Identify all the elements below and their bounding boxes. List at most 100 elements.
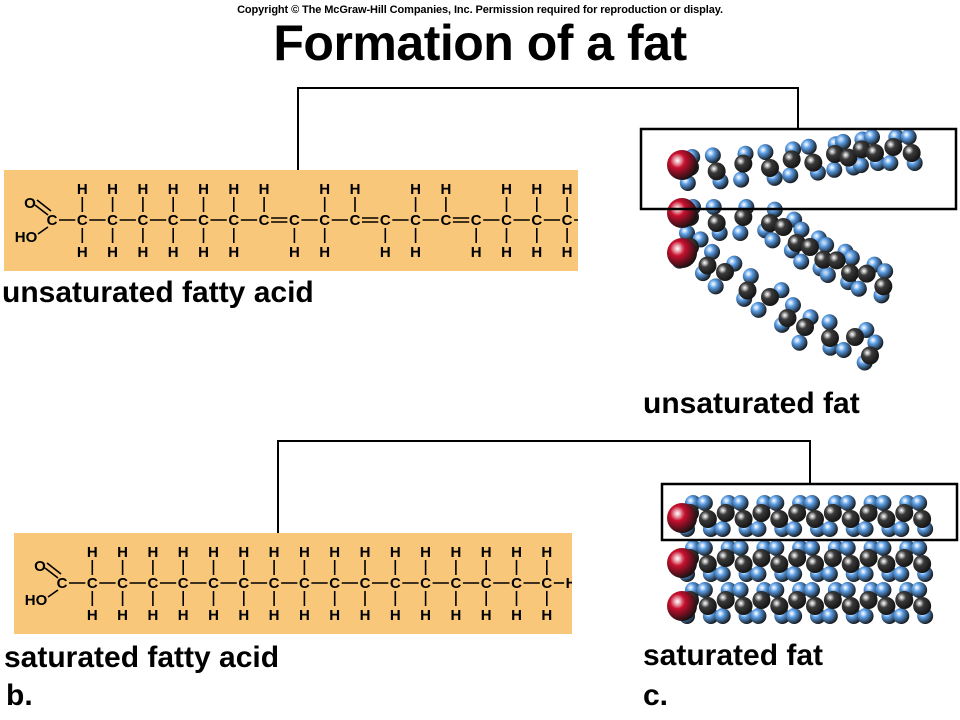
carbon-atom (752, 591, 771, 609)
chain-carbon: C (137, 212, 148, 229)
hydrogen-atom (696, 540, 713, 556)
hydrogen: H (440, 181, 451, 198)
carbon-atom (877, 510, 896, 528)
chain-carbon: C (228, 212, 239, 229)
hydrogen-atom (750, 521, 767, 537)
carbonyl-bond (34, 204, 49, 216)
hydrogen: H (198, 181, 209, 198)
carbon-atom (827, 251, 846, 270)
carbon-atom (801, 238, 819, 256)
hydrogen-atom (839, 540, 856, 556)
hydrogen: H (410, 181, 421, 198)
hydrogen: H (380, 244, 391, 261)
chain-carbon: C (168, 212, 179, 229)
carbon-atom (752, 549, 771, 567)
hydroxyl-bond (37, 226, 49, 235)
carbon-atom (823, 504, 842, 522)
hydrogen-atom (768, 540, 785, 556)
hydrogen-atom (877, 263, 894, 280)
hydrogen: H (450, 607, 461, 624)
hydrogen-atom (804, 582, 820, 598)
hydrogen: H (541, 544, 552, 561)
hydrogen: H (481, 544, 492, 561)
chain-carbon: C (360, 575, 371, 592)
carbon-atom (913, 555, 932, 573)
hydrogen: H (511, 607, 522, 624)
hydrogen-atom (793, 221, 810, 238)
hydrogen-atom (782, 167, 799, 184)
carbon-atom (698, 597, 717, 615)
hydrogen-atom (900, 129, 917, 145)
carbon-atom (770, 597, 789, 615)
carbon-atom (859, 549, 878, 567)
panel-letter-b: b. (6, 679, 33, 712)
chain-carbon: C (289, 212, 300, 229)
hydrogen: H (178, 544, 189, 561)
hydrogen-atom (786, 566, 803, 582)
carbon-atom (788, 504, 807, 522)
hydrogen: H (319, 244, 330, 261)
saturated-connector (277, 440, 811, 533)
hydrogen-atom (857, 608, 874, 624)
carbonyl-oxygen: O (24, 195, 36, 212)
hydrogen: H (481, 607, 492, 624)
carbon-atom (804, 153, 823, 172)
hydrogen-atom (893, 608, 910, 624)
chain-carbon: C (107, 212, 118, 229)
carbon-atom (895, 504, 914, 522)
chain-carbon: C (481, 575, 492, 592)
hydrogen-atom (826, 161, 843, 178)
hydrogen-atom (882, 155, 899, 171)
carbon-atom (707, 214, 726, 232)
chain-carbon: C (410, 212, 421, 229)
chain-carbon: C (380, 212, 391, 229)
hydrogen: H (77, 181, 88, 198)
saturated-fatty-acid-label: saturated fatty acid (4, 641, 280, 674)
carbon-atom (734, 555, 753, 573)
hydrogen: H (228, 244, 239, 261)
hydrogen-atom (750, 301, 767, 318)
carbon-atom (902, 144, 921, 162)
carboxyl-carbon: C (47, 212, 58, 229)
hydrogen-atom (768, 495, 785, 511)
hydrogen: H (541, 607, 552, 624)
carbon-atom (877, 555, 896, 573)
hydrogen-atom (768, 582, 785, 598)
hydrogen-atom (864, 129, 880, 145)
hydrogen: H (562, 181, 573, 198)
hydrogen-atom (893, 521, 910, 537)
carbon-atom (782, 150, 801, 169)
carbon-atom (861, 346, 879, 365)
chain-carbon: C (420, 575, 431, 592)
hydrogen-atom (704, 147, 721, 164)
hydrogen-atom (791, 334, 808, 351)
panel-letter-c: c. (643, 679, 669, 712)
hydrogen: H (410, 244, 421, 261)
chain-carbon: C (259, 212, 270, 229)
hydrogen-atom (911, 540, 928, 556)
hydrogen-atom (839, 495, 856, 511)
hydrogen-atom (757, 144, 774, 161)
chain-carbon: C (147, 575, 158, 592)
hydrogen-atom (696, 495, 713, 511)
carbon-atom (814, 250, 833, 269)
hydrogen-atom (839, 582, 856, 598)
hydrogen-atom (835, 133, 852, 150)
hydrogen: H (168, 181, 179, 198)
hydrogen-atom (843, 249, 860, 266)
hydrogen: H (299, 607, 310, 624)
hydrogen: H (137, 181, 148, 198)
hydrogen: H (319, 181, 330, 198)
hydrogen: H (269, 607, 280, 624)
carbon-atom (823, 549, 842, 567)
page-title: Formation of a fat (273, 15, 687, 71)
carbon-atom (698, 510, 717, 528)
hydrogen: H (299, 544, 310, 561)
carbon-atom (716, 504, 735, 522)
hydrogen-atom (852, 157, 869, 174)
chain-carbon: C (390, 575, 401, 592)
hydrogen-atom (800, 138, 817, 155)
hydrogen: H (147, 607, 158, 624)
carbon-atom (841, 264, 859, 282)
